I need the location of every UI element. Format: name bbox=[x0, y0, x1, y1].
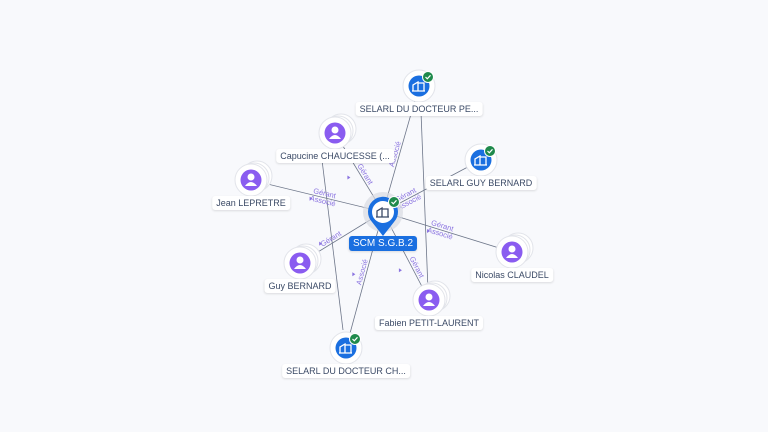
center-node[interactable] bbox=[363, 192, 403, 236]
edge-role-label: Gérant bbox=[408, 255, 427, 280]
center-node-label[interactable]: SCM S.G.B.2 bbox=[348, 236, 418, 251]
edge-arrow bbox=[319, 241, 323, 246]
node-label[interactable]: SELARL DU DOCTEUR CH... bbox=[282, 364, 410, 378]
graph-node-person[interactable] bbox=[234, 160, 273, 197]
graph-node-person[interactable] bbox=[495, 232, 534, 269]
edge-line bbox=[250, 179, 384, 213]
node-label[interactable]: SELARL GUY BERNARD bbox=[425, 176, 537, 190]
node-label[interactable]: SELARL DU DOCTEUR PE... bbox=[355, 102, 483, 116]
node-label[interactable]: Jean LEPRETRE bbox=[212, 196, 290, 210]
person-icon bbox=[506, 245, 518, 258]
edge-line bbox=[382, 211, 513, 253]
edge-arrow bbox=[352, 272, 356, 277]
building-icon bbox=[412, 80, 425, 92]
graph-node-person[interactable] bbox=[412, 280, 451, 317]
graph-node-person[interactable] bbox=[318, 113, 357, 150]
building-icon bbox=[474, 154, 487, 166]
verified-check-icon bbox=[349, 333, 361, 345]
graph-node-company[interactable] bbox=[464, 143, 498, 177]
graph-node-company[interactable] bbox=[402, 69, 436, 103]
edge-line bbox=[321, 159, 344, 331]
edge-line bbox=[345, 211, 384, 349]
building-icon bbox=[376, 206, 389, 218]
verified-check-icon bbox=[422, 71, 434, 83]
edge-line bbox=[420, 111, 429, 291]
edge-arrow bbox=[427, 229, 431, 233]
edge-arrow bbox=[309, 196, 313, 201]
verified-check-icon bbox=[388, 196, 400, 208]
building-icon bbox=[339, 342, 352, 354]
person-icon bbox=[329, 126, 341, 139]
node-label[interactable]: Fabien PETIT-LAURENT bbox=[374, 316, 484, 330]
graph-node-person[interactable] bbox=[283, 243, 322, 280]
edge-arrow bbox=[398, 268, 402, 273]
person-icon bbox=[245, 173, 257, 186]
person-icon bbox=[294, 256, 306, 269]
graph-node-company[interactable] bbox=[329, 331, 363, 365]
verified-check-icon bbox=[484, 145, 496, 157]
node-label[interactable]: Capucine CHAUCESSE (... bbox=[276, 149, 394, 163]
edge-arrow bbox=[347, 175, 351, 180]
node-label[interactable]: Nicolas CLAUDEL bbox=[471, 268, 553, 282]
person-icon bbox=[423, 293, 435, 306]
node-label[interactable]: Guy BERNARD bbox=[264, 279, 336, 293]
edge-role-label: Associé bbox=[354, 258, 370, 286]
